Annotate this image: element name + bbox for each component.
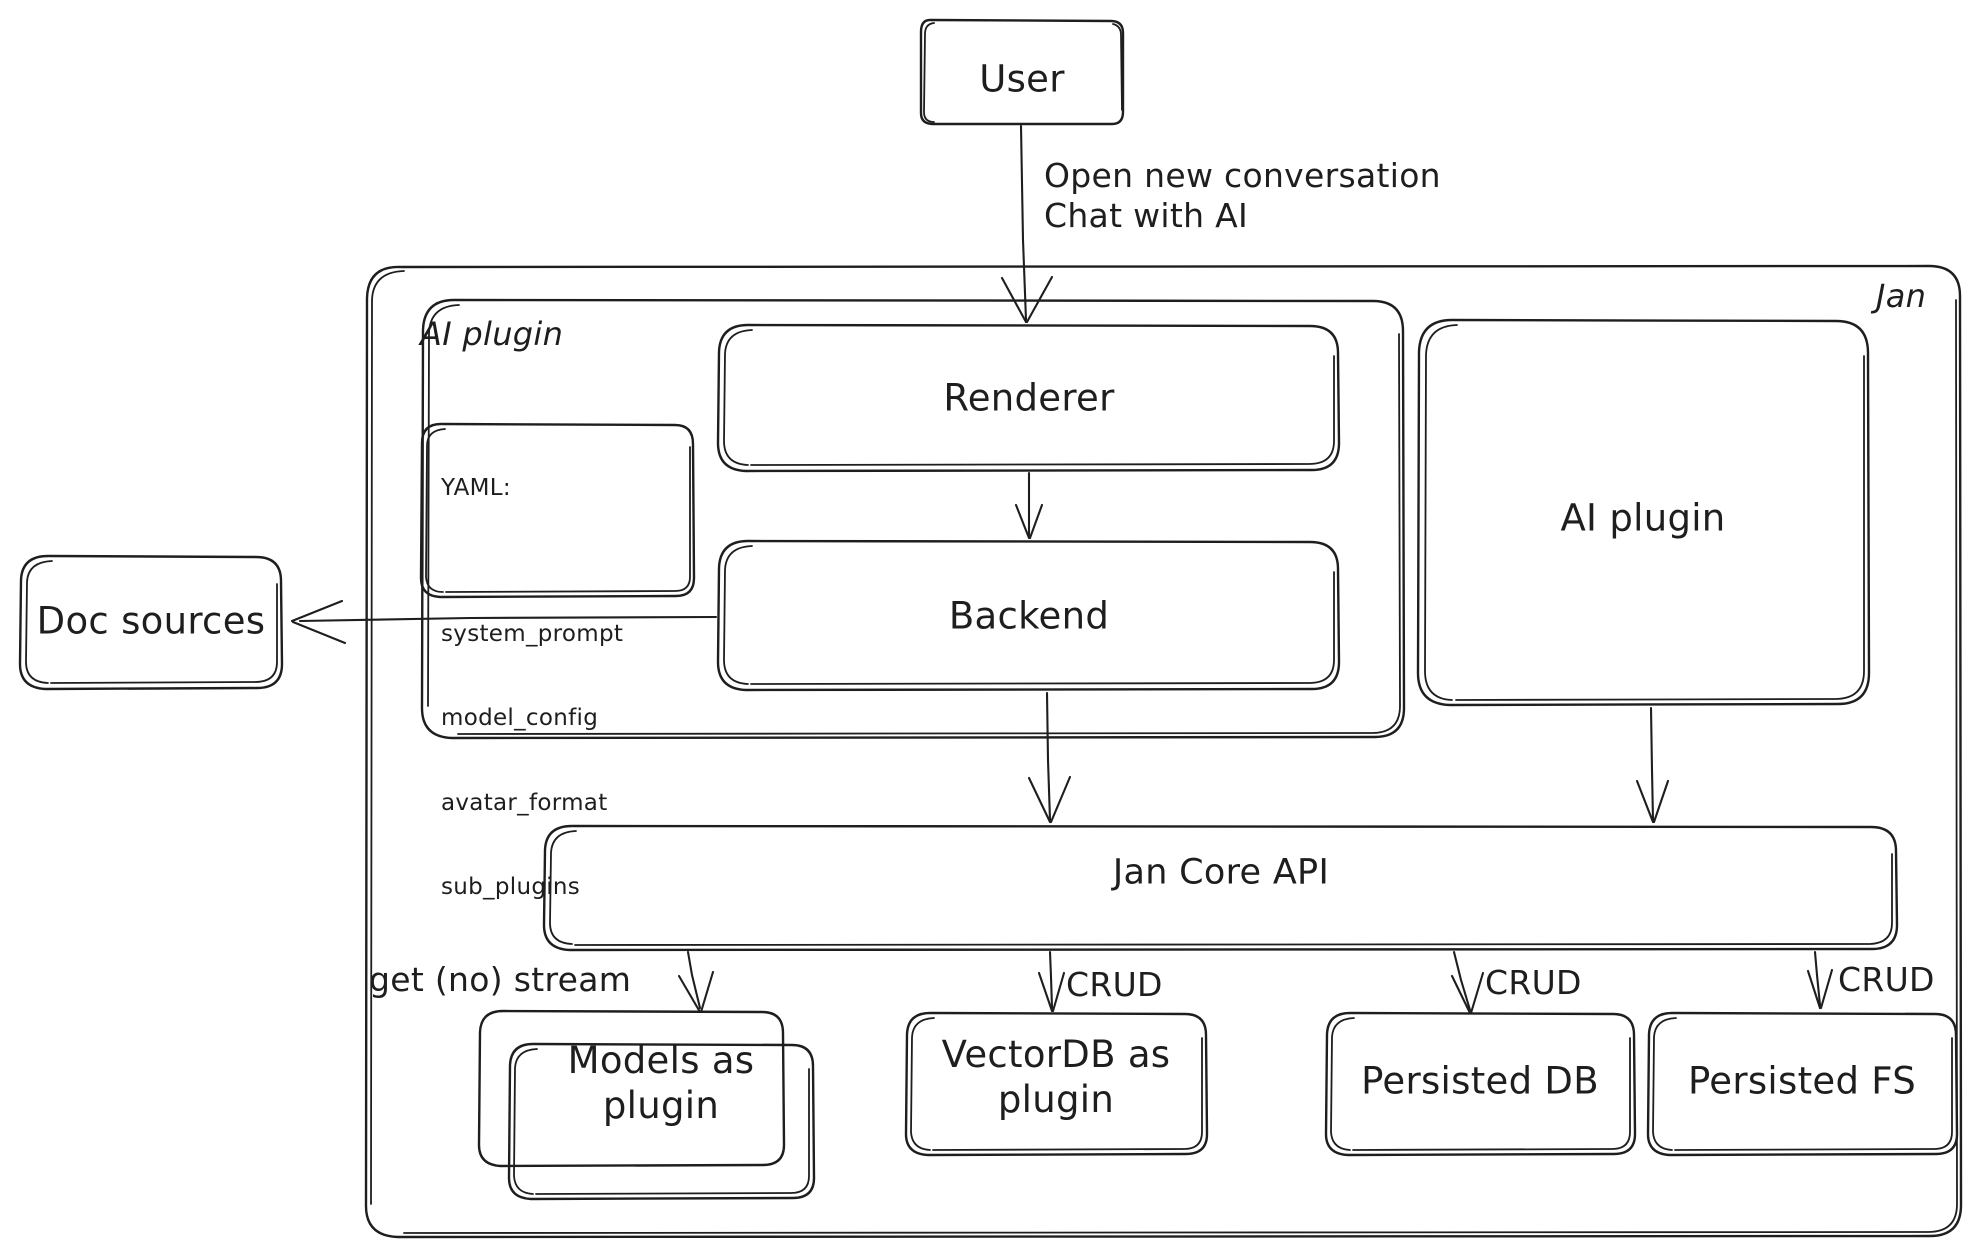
user-label: User [979,57,1065,101]
renderer-box-shape [716,323,1341,473]
edge-label-core-to-models: get (no) stream [369,960,632,999]
arrow-core-to-persisted-db [1450,950,1485,1015]
arrow-ai-plugin-to-core [1635,706,1670,824]
arrow-backend-to-doc-sources [290,599,718,645]
backend-label: Backend [948,594,1110,638]
arrow-core-to-persisted-fs [1806,950,1834,1010]
yaml-line-4: sub_plugins [441,873,581,900]
jan-core-api-label: Jan Core API [1112,852,1330,893]
models-as-plugin-box-shape [477,1009,816,1201]
persisted-db-label: Persisted DB [1361,1059,1599,1103]
yaml-card-shape [419,422,696,599]
persisted-fs-box-shape [1646,1011,1959,1157]
edge-label-core-to-persisted-db: CRUD [1485,963,1582,1002]
arrow-backend-to-core [1027,691,1072,824]
arrow-core-to-vectordb [1037,950,1066,1013]
vectordb-as-plugin-box-shape [904,1011,1209,1157]
jan-core-api-box-shape [542,824,1899,952]
renderer-label: Renderer [943,376,1115,420]
arrow-renderer-to-backend [1014,471,1044,540]
arrow-core-to-models [677,950,715,1014]
persisted-fs-label: Persisted FS [1687,1059,1917,1103]
yaml-spacer [441,558,623,564]
doc-sources-box-shape [18,554,284,691]
edge-label-core-to-vectordb: CRUD [1066,965,1163,1004]
ai-plugin-group-label: AI plugin [420,315,564,353]
edge-label-core-to-persisted-fs: CRUD [1838,960,1935,999]
backend-box-shape [716,539,1341,692]
ai-plugin-group-shape [420,298,1406,740]
ai-plugin-box-label: AI plugin [1560,496,1726,540]
yaml-card-text: YAML: system_prompt model_config avatar_… [441,418,623,957]
doc-sources-label: Doc sources [36,599,266,643]
ai-plugin-box-shape [1416,318,1871,707]
yaml-line-2: model_config [441,705,599,732]
arrow-user-to-renderer [1000,124,1054,324]
jan-container-shape [364,264,1963,1239]
jan-container-label: Jan [1876,277,1927,315]
persisted-db-box-shape [1324,1011,1637,1157]
yaml-line-3: avatar_format [441,789,608,816]
yaml-line-1: system_prompt [441,621,624,648]
user-box-shape [919,18,1125,126]
yaml-line-0: YAML: [441,475,511,502]
